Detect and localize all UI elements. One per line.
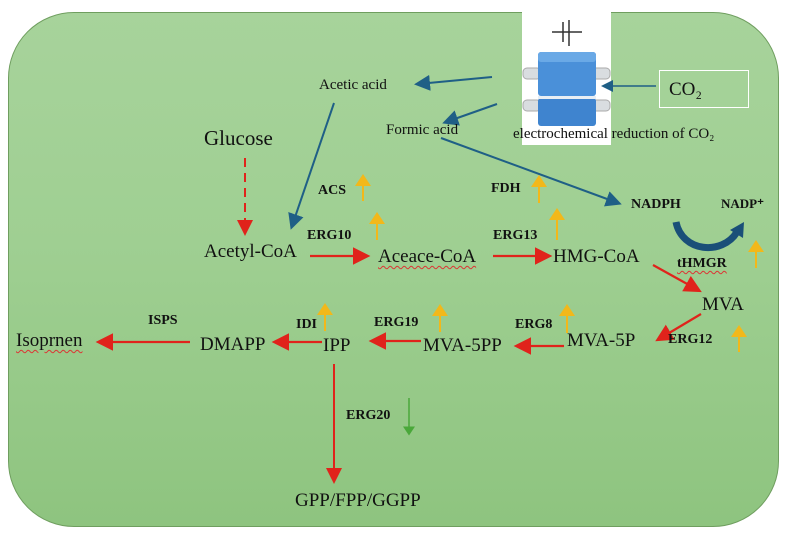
enzyme-isps: ISPS [148, 313, 178, 328]
nadph-label: NADPH [631, 197, 681, 212]
enzyme-erg10: ERG10 [307, 228, 352, 243]
nadp-plus-label: NADP⁺ [721, 196, 764, 211]
mva-5pp-label: MVA-5PP [423, 335, 502, 356]
acetic-acid-label: Acetic acid [319, 77, 387, 93]
enzyme-idi: IDI [296, 317, 318, 332]
isoprene-label: Isoprnen [16, 330, 83, 351]
cofactor-curve-arrowhead [730, 222, 744, 238]
co2-label: CO₂ [669, 79, 703, 100]
electrolyzer-icon [522, 20, 611, 126]
enzyme-erg13: ERG13 [493, 228, 538, 243]
co2-input-box [659, 70, 749, 108]
aceace-coa-label: Aceace-CoA [378, 246, 477, 267]
ipp-label: IPP [323, 335, 351, 356]
arrow-mva-to-mva5p [655, 313, 702, 342]
arrow-device-to-acetic [414, 74, 493, 91]
hmg-coa-label: HMG-CoA [553, 246, 640, 267]
enzyme-erg20: ERG20 [346, 408, 391, 423]
enzyme-erg12: ERG12 [668, 332, 713, 347]
mva-5p-label: MVA-5P [567, 330, 636, 351]
dmapp-label: DMAPP [200, 334, 266, 355]
electrochemical-device [522, 12, 611, 145]
gpp-fpp-ggpp-label: GPP/FPP/GGPP [295, 490, 421, 511]
arrow-acetic-to-acetylcoa [288, 102, 335, 230]
arrow-device-to-formic [442, 103, 498, 126]
device-caption: electrochemical reduction of CO₂ [513, 126, 715, 142]
cell-background [8, 12, 779, 527]
enzyme-erg19: ERG19 [374, 315, 419, 330]
mva-label: MVA [702, 294, 744, 315]
arrow-formic-to-nadph [440, 137, 622, 207]
acetyl-coa-label: Acetyl-CoA [204, 241, 297, 262]
enzyme-thmgr: tHMGR [677, 256, 727, 271]
arrow-hmgcoa-to-mva [652, 264, 702, 293]
enzyme-fdh: FDH [491, 181, 521, 196]
enzyme-acs: ACS [318, 183, 347, 198]
glucose-label: Glucose [204, 126, 273, 150]
enzyme-erg8: ERG8 [515, 317, 553, 332]
formic-acid-label: Formic acid [386, 122, 459, 138]
cofactor-curve-arrow [672, 220, 740, 251]
